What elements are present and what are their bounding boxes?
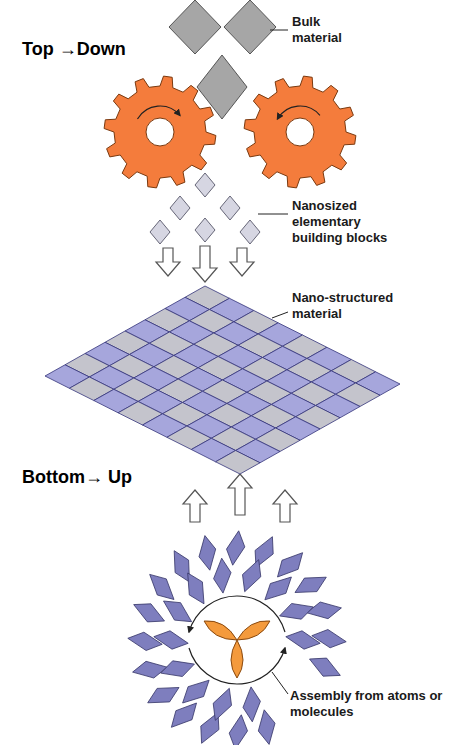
atom-block xyxy=(258,710,275,745)
section-title: Bottom→ Up xyxy=(22,466,132,488)
atom-block xyxy=(310,658,341,676)
nano-block xyxy=(240,220,260,244)
atom-block xyxy=(227,531,245,565)
leader-line xyxy=(258,214,288,215)
rotation-arrow xyxy=(277,106,319,119)
atom-block xyxy=(188,573,204,604)
atom-block xyxy=(213,688,231,720)
callout-label: Nanosized elementary building blocks xyxy=(292,198,414,246)
atom-block xyxy=(133,661,168,678)
nano-block xyxy=(195,218,215,242)
nano-block xyxy=(220,196,240,220)
section-title: Top →Down xyxy=(22,38,126,60)
nano-block xyxy=(195,173,215,197)
callout-label: Bulk material xyxy=(292,14,372,46)
atom-block xyxy=(199,536,216,571)
atom-block xyxy=(174,551,189,582)
up-arrow xyxy=(273,490,297,522)
atom-block xyxy=(229,715,247,745)
rotation-arrow xyxy=(137,106,179,119)
callout-label: Assembly from atoms or molecules xyxy=(290,688,466,720)
atom-block xyxy=(280,604,314,620)
down-arrow xyxy=(156,248,180,276)
atom-block xyxy=(312,630,346,648)
leader-line xyxy=(272,312,288,318)
atom-block xyxy=(278,553,303,577)
atom-block xyxy=(214,558,231,593)
nano-block xyxy=(150,220,170,244)
atom-block xyxy=(265,577,292,600)
propeller-blade xyxy=(231,640,243,678)
gear-hole xyxy=(146,118,174,146)
nano-block xyxy=(170,196,190,220)
atom-block xyxy=(164,601,192,622)
atom-block xyxy=(183,680,210,703)
atom-block xyxy=(161,661,195,677)
bulk-diamond xyxy=(169,0,221,54)
down-arrow xyxy=(193,246,217,282)
gear xyxy=(104,76,216,188)
atom-block xyxy=(134,604,165,622)
propeller-blade xyxy=(237,621,270,640)
atom-block xyxy=(128,632,162,650)
atom-block xyxy=(243,560,261,592)
rotation-arrow xyxy=(189,596,285,632)
atom-block xyxy=(307,602,342,619)
atom-block xyxy=(148,688,179,703)
grid-cell xyxy=(216,451,260,475)
up-arrow xyxy=(228,474,252,515)
leader-line xyxy=(270,30,288,31)
atom-block xyxy=(154,631,188,649)
atom-block xyxy=(243,687,260,722)
atom-block xyxy=(295,577,326,592)
bulk-diamond xyxy=(224,0,276,54)
down-arrow xyxy=(230,248,254,276)
up-arrow xyxy=(183,490,207,522)
leader-line xyxy=(272,672,288,694)
gear xyxy=(244,76,356,188)
atom-block xyxy=(286,631,320,649)
callout-label: Nano-structured material xyxy=(292,290,414,322)
gear-hole xyxy=(286,118,314,146)
propeller-blade xyxy=(204,621,237,640)
atom-block xyxy=(171,703,196,727)
atom-block xyxy=(150,574,174,599)
